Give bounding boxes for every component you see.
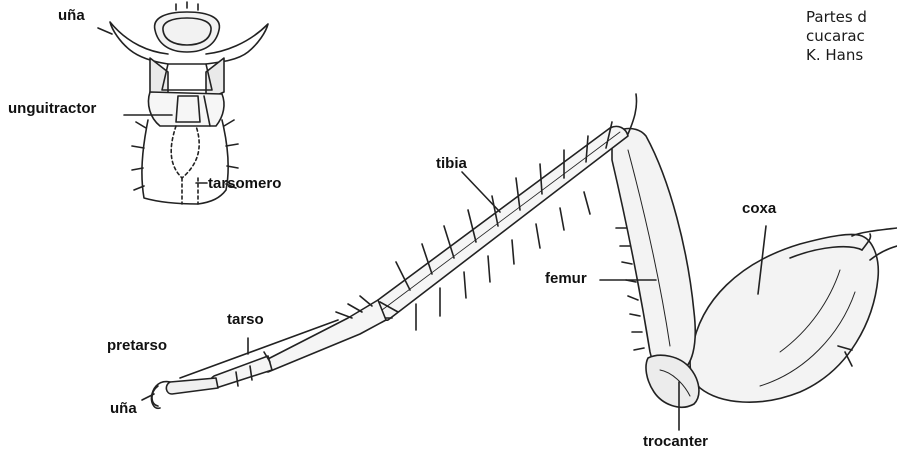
label-coxa: coxa bbox=[742, 201, 776, 216]
pretarsus-inset bbox=[98, 2, 268, 204]
caption-line-2: cucarac bbox=[806, 27, 897, 46]
caption-line-3: K. Hans bbox=[806, 46, 897, 65]
tibia-segment bbox=[372, 94, 637, 330]
caption-line-1: Partes d bbox=[806, 8, 897, 27]
label-femur: femur bbox=[545, 271, 587, 286]
label-pretarso: pretarso bbox=[107, 338, 167, 353]
label-trocanter: trocanter bbox=[643, 434, 708, 449]
tarsus-segment bbox=[166, 296, 386, 394]
label-tibia: tibia bbox=[436, 156, 467, 171]
label-una-bottom: uña bbox=[110, 401, 137, 416]
coxa-segment bbox=[690, 226, 897, 402]
pretarsus-detail bbox=[142, 382, 170, 409]
label-unguitractor: unguitractor bbox=[8, 101, 96, 116]
figure-caption: Partes d cucarac K. Hans bbox=[806, 8, 897, 65]
label-una-top: uña bbox=[58, 8, 85, 23]
femur-segment bbox=[600, 129, 695, 374]
label-tarsomero: tarsomero bbox=[208, 176, 281, 191]
label-tarso: tarso bbox=[227, 312, 264, 327]
